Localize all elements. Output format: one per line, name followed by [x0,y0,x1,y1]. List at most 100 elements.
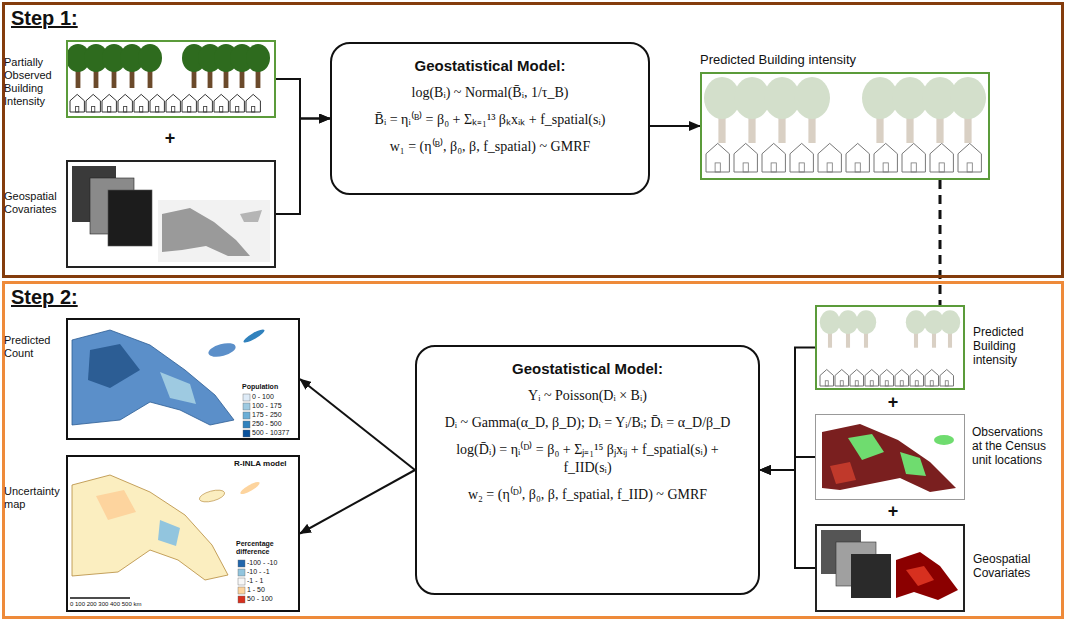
model-title: Geostatistical Model: [431,359,744,378]
map-legend-text: Population [242,383,298,391]
house-outline [198,94,212,112]
step-heading: Step 2: [11,285,78,309]
house-outline [846,143,869,172]
house-outline [940,370,954,387]
house-outline [70,94,84,112]
map-legend-text: 500 - 10377 [252,429,298,437]
house-outline [134,94,148,112]
house-outline [118,94,132,112]
house-outline [86,94,100,112]
house-door [124,106,127,112]
box-label: Observations at the Census unit location… [972,425,1052,467]
house-outline [835,370,849,387]
house-outline [958,143,981,172]
covariate-layer [851,554,891,598]
box-label: Partially Observed Building Intensity [4,56,64,108]
map-legend-text: 100 - 175 [252,402,298,410]
image-box: Partially Observed Building Intensity [66,40,276,118]
house-outline [925,370,939,387]
house-door [220,106,223,112]
image-box: Geospatial Covariates [815,524,965,612]
house-outline [895,370,909,387]
house-outline [850,370,864,387]
house-door [140,106,143,112]
flow-arrow [650,125,700,127]
census-area [900,452,926,476]
house-outline [150,94,164,112]
flow-arrow [760,457,815,470]
map-legend-text: 0 - 100 [252,393,298,401]
legend-swatch [243,421,250,428]
house-door [967,163,972,172]
house-door [900,381,903,386]
house-door [188,106,191,112]
house-door [885,381,888,386]
model-equation: w₂ = (η⁽ᴰ⁾, β₀, β, f_spatial, f_IID) ~ G… [431,486,744,504]
dashed-link [939,180,942,305]
model-box: Geostatistical Model:Yᵢ ~ Poisson(Dᵢ × B… [415,345,760,595]
house-outline [182,94,196,112]
house-door [930,381,933,386]
country-map [72,475,228,580]
map-legend-text: -10 - -1 [247,568,297,576]
house-door [840,381,843,386]
covariate-patch [896,552,958,600]
tree-crown [138,44,162,72]
map-legend-text: Percentage difference [236,540,296,556]
house-door [855,163,860,172]
census-area [830,462,856,484]
box-label: Uncertainty map [4,485,64,511]
house-outline [874,143,897,172]
house-outline [762,143,785,172]
box-label: Predicted Count [4,334,64,360]
tree-crown [246,44,270,72]
tree-crown [838,310,858,334]
house-door [915,381,918,386]
map-legend-text: 50 - 100 [247,595,297,603]
house-outline [214,94,228,112]
legend-swatch [243,403,250,410]
house-door [236,106,239,112]
island-shape [198,488,226,504]
flow-arrow [760,470,815,568]
model-equation: log(Bᵢ) ~ Normal(B̄ᵢ, 1/τ_B) [346,84,634,102]
tree-crown [950,77,986,119]
house-outline [734,143,757,172]
house-door [204,106,207,112]
island-shape [239,480,261,496]
flow-arrow [300,470,415,534]
house-door [252,106,255,112]
covariate-ground [158,200,270,262]
tree-crown [820,310,840,334]
house-outline [706,143,729,172]
map-legend-text: 0 100 200 300 400 500 km [70,601,190,608]
house-door [939,163,944,172]
house-outline [910,370,924,387]
flow-arrow [276,119,330,215]
census-area [848,434,884,460]
map-region [88,344,140,388]
covariate-layer [108,190,152,246]
scale-bar [70,597,130,599]
map-legend-text: R-INLA model [234,459,298,468]
house-door [883,163,888,172]
house-outline [246,94,260,112]
house-outline [166,94,180,112]
model-equation: B̄ᵢ = ηᵢ⁽ᴮ⁾ = β₀ + Σₖ₌₁¹³ βₖxᵢₖ + f_spat… [346,111,634,129]
image-box: Geospatial Covariates [66,160,276,268]
box-label: Geospatial Covariates [4,190,64,216]
house-door [108,106,111,112]
flow-arrow [276,79,330,119]
house-door [911,163,916,172]
step-panel: Step 1:Partially Observed Building Inten… [2,2,1064,278]
model-equation: Dᵢ ~ Gamma(α_D, β_D); Dᵢ = Yᵢ/Bᵢ; D̄ᵢ = … [431,414,744,432]
house-door [76,106,79,112]
legend-swatch [243,430,250,437]
house-outline [790,143,813,172]
image-box: Predicted Building intensity [815,305,965,390]
box-label: Geospatial Covariates [973,552,1053,580]
map-legend-text: 250 - 500 [252,420,298,428]
map-legend-text: 1 - 50 [247,586,297,594]
house-outline [902,143,925,172]
